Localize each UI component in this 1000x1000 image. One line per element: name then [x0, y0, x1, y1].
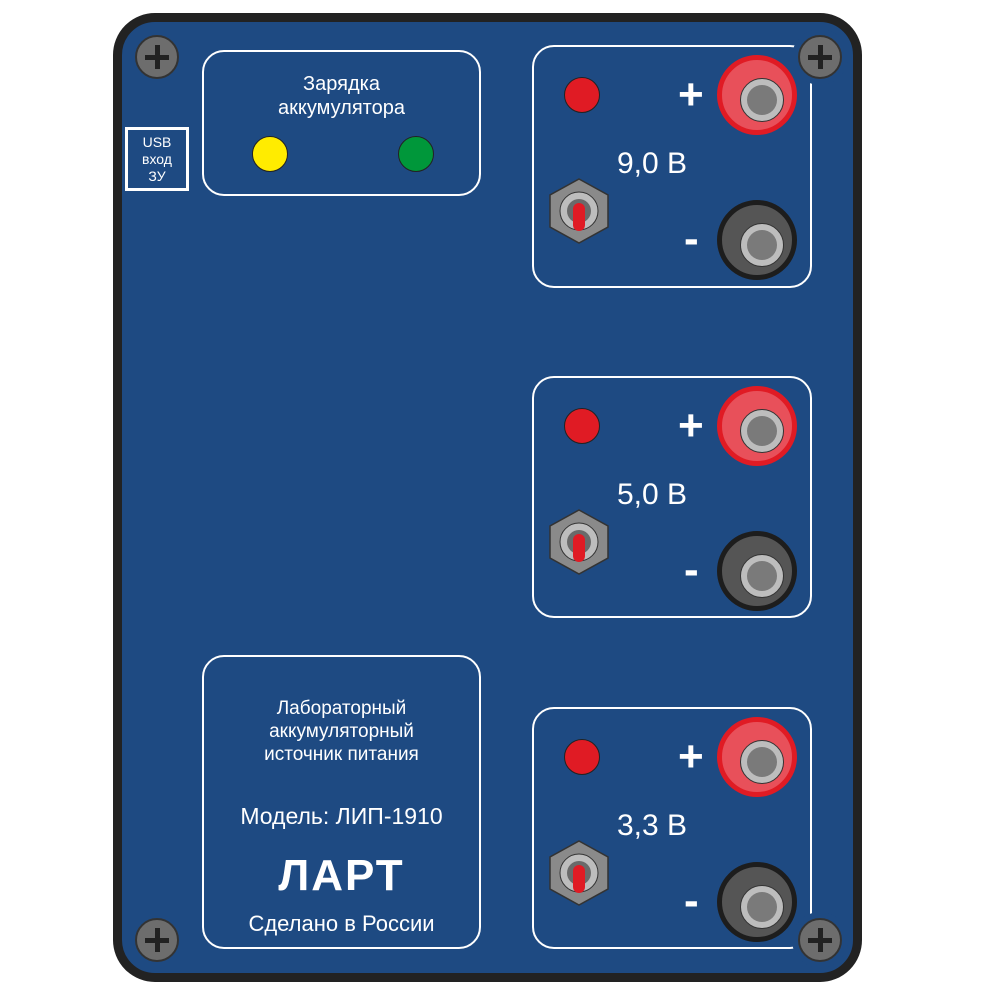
voltage-label: 9,0 В [617, 147, 688, 180]
info-box: Лабораторный аккумуляторный источник пит… [202, 655, 481, 949]
made-in-label: Сделано в России [248, 911, 435, 936]
output-module-9v: + 9,0 В - [532, 45, 812, 288]
info-line: Лабораторный [276, 698, 407, 719]
output-led [564, 739, 600, 775]
usb-label-line: вход [142, 151, 172, 167]
negative-terminal[interactable] [717, 200, 797, 280]
negative-terminal[interactable] [717, 531, 797, 611]
device-panel [113, 13, 862, 982]
negative-terminal[interactable] [717, 862, 797, 942]
model-label: Модель: ЛИП-1910 [240, 803, 443, 829]
output-module-5v: + 5,0 В - [532, 376, 812, 618]
output-led [564, 77, 600, 113]
screw-icon [135, 35, 179, 79]
charging-title: аккумулятора [278, 97, 405, 119]
usb-label-line: ЗУ [148, 168, 166, 184]
charging-title: Зарядка [303, 73, 380, 95]
plus-sign: + [678, 70, 704, 119]
toggle-switch[interactable] [548, 178, 610, 244]
positive-terminal[interactable] [717, 717, 797, 797]
usb-label-line: USB [142, 134, 172, 150]
plus-sign: + [678, 732, 704, 781]
minus-sign: - [684, 545, 699, 594]
minus-sign: - [684, 214, 699, 263]
toggle-switch[interactable] [548, 840, 610, 906]
voltage-label: 3,3 В [617, 809, 688, 842]
charging-led-yellow [252, 136, 288, 172]
module-frame [532, 45, 812, 288]
plus-sign: + [678, 401, 704, 450]
usb-port-label: USB вход ЗУ [125, 127, 189, 191]
charging-led-green [398, 136, 434, 172]
module-frame [532, 376, 812, 618]
info-line: источник питания [264, 744, 419, 765]
charging-indicator-box: Зарядка аккумулятора [202, 50, 481, 196]
screw-icon [798, 35, 842, 79]
minus-sign: - [684, 876, 699, 925]
module-frame [532, 707, 812, 949]
screw-icon [798, 918, 842, 962]
screw-icon [135, 918, 179, 962]
brand-logo: ЛАРТ [278, 851, 405, 900]
output-led [564, 408, 600, 444]
positive-terminal[interactable] [717, 386, 797, 466]
info-line: аккумуляторный [269, 721, 414, 742]
voltage-label: 5,0 В [617, 478, 688, 511]
output-module-3v3: + 3,3 В - [532, 707, 812, 949]
toggle-switch[interactable] [548, 509, 610, 575]
positive-terminal[interactable] [717, 55, 797, 135]
